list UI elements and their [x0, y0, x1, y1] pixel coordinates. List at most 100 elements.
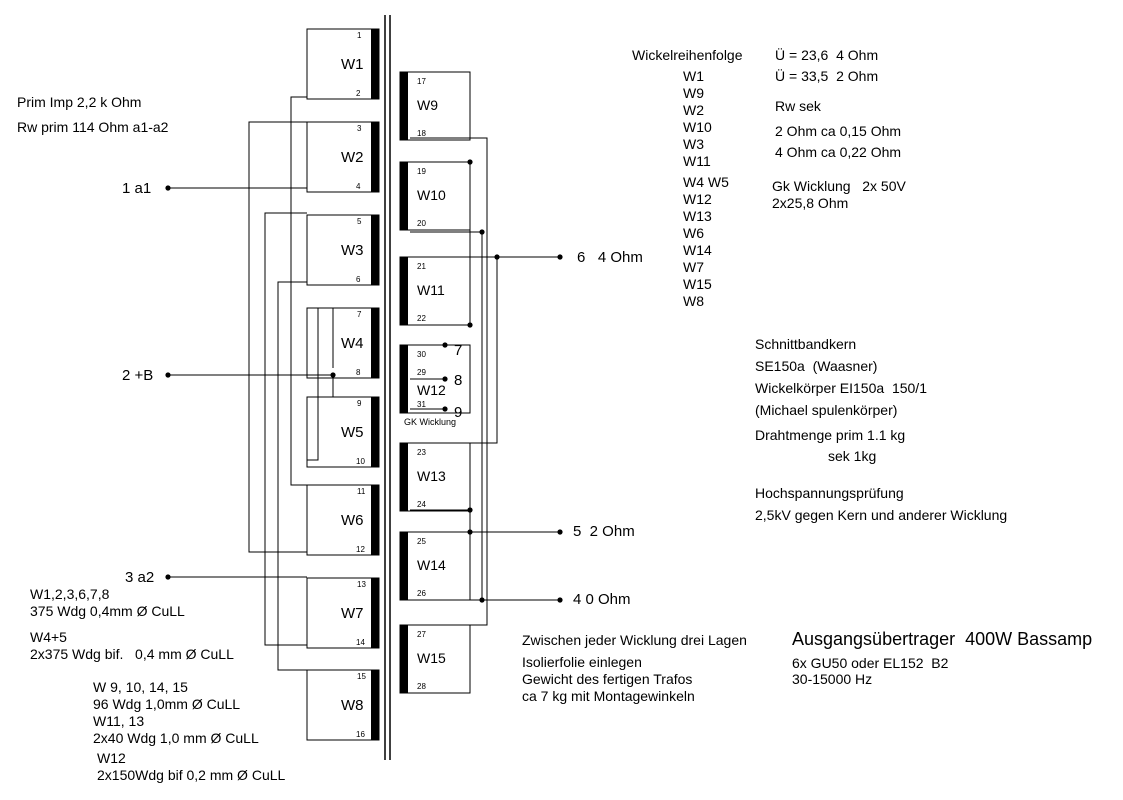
spec-title: W1,2,3,6,7,8	[30, 586, 110, 602]
primary-winding-w3: 5 6 W3	[306, 214, 380, 286]
wire-note: sek 1kg	[828, 448, 877, 464]
freq-note: 30-15000 Hz	[792, 671, 873, 687]
gk-tap-label: 9	[454, 404, 462, 421]
rw-note: 4 Ohm ca 0,22 Ohm	[775, 144, 902, 160]
pin-number: 17	[417, 77, 426, 86]
pin-number: 23	[417, 448, 426, 457]
winding-label: W4	[341, 335, 364, 352]
terminal-out4: 4 0 Ohm	[573, 591, 631, 608]
spec-value: 375 Wdg 0,4mm Ø CuLL	[30, 603, 185, 619]
winding-label: W15	[417, 650, 446, 666]
junction-dots	[165, 159, 563, 603]
spec-value: 2x375 Wdg bif. 0,4 mm Ø CuLL	[30, 646, 234, 662]
pin-number: 1	[357, 31, 362, 40]
pin-number: 14	[356, 638, 365, 647]
gk-tap-label: 8	[454, 372, 462, 389]
winding-order-item: W7	[683, 258, 704, 275]
pin-number: 6	[356, 275, 361, 284]
core-note: Schnittbandkern	[755, 336, 857, 352]
diagram-title: Ausgangsübertrager 400W Bassamp	[792, 629, 1093, 649]
core-note: SE150a (Waasner)	[755, 358, 878, 374]
pin-number: 21	[417, 262, 426, 271]
pin-number: 22	[417, 314, 426, 323]
pin-number: 16	[356, 730, 365, 739]
spec-title: W 9, 10, 14, 15	[93, 679, 188, 695]
pin-number: 9	[357, 399, 362, 408]
winding-order-item: W2	[683, 101, 704, 118]
winding-order-item: W4 W5	[683, 174, 729, 191]
wiring	[168, 96, 560, 671]
winding-order-item: W13	[683, 208, 712, 225]
terminal-a1: 1 a1	[122, 180, 152, 197]
pin-number: 7	[357, 310, 362, 319]
winding-label: W3	[341, 242, 364, 259]
pin-number: 19	[417, 167, 426, 176]
spec-value: 2x150Wdg bif 0,2 mm Ø CuLL	[97, 767, 286, 783]
rw-sek-heading: Rw sek	[775, 98, 821, 114]
spec-value: 2x40 Wdg 1,0 mm Ø CuLL	[93, 730, 259, 746]
pin-number: 13	[357, 580, 366, 589]
spec-title: W11, 13	[93, 713, 145, 729]
pin-number: 4	[356, 182, 361, 191]
winding-order-item: W6	[683, 225, 704, 242]
winding-label: W12	[417, 382, 446, 398]
winding-order-item: W15	[683, 275, 712, 292]
primary-winding-w4: 7 8 W4	[306, 307, 380, 379]
prim-imp-note: Prim Imp 2,2 k Ohm	[17, 94, 142, 110]
gk-tap-label: 7	[454, 342, 462, 359]
winding-order-item: W1	[683, 68, 704, 84]
primary-winding-w7: 13 14 W7	[306, 577, 380, 649]
pin-number: 11	[357, 487, 366, 496]
ratio-note: Ü = 33,5 2 Ohm	[775, 68, 879, 84]
winding-order-item: W11	[683, 152, 711, 169]
winding-label: W8	[341, 697, 364, 714]
pin-number: 29	[417, 368, 426, 377]
winding-order-item: W8	[683, 292, 704, 309]
winding-label: W11	[417, 282, 445, 298]
winding-label: W5	[341, 424, 364, 441]
insulation-note: Isolierfolie einlegen	[522, 654, 642, 670]
wire-note: Drahtmenge prim 1.1 kg	[755, 427, 906, 443]
secondary-winding-w11: 21 22 W11	[399, 256, 471, 326]
core-note: (Michael spulenkörper)	[755, 402, 898, 418]
secondary-winding-group: 1718W91920W102122W11302931W122324W132526…	[399, 71, 471, 694]
pin-number: 25	[417, 537, 426, 546]
winding-order-item: W10	[683, 118, 712, 135]
terminal-a2: 3 a2	[125, 569, 155, 586]
pin-number: 20	[417, 219, 426, 228]
pin-number: 27	[417, 630, 426, 639]
rw-note: 2 Ohm ca 0,15 Ohm	[775, 123, 902, 139]
tubes-note: 6x GU50 oder EL152 B2	[792, 655, 949, 671]
pin-number: 8	[356, 368, 361, 377]
pin-number: 12	[356, 545, 365, 554]
winding-label: W13	[417, 468, 446, 484]
insulation-note: Zwischen jeder Wicklung drei Lagen	[522, 632, 747, 648]
pin-number: 31	[417, 400, 426, 409]
winding-label: W1	[341, 56, 364, 73]
winding-label: W9	[417, 97, 438, 113]
terminal-out6: 6 4 Ohm	[577, 249, 643, 266]
winding-label: W7	[341, 605, 364, 622]
pin-number: 10	[356, 457, 365, 466]
pin-number: 5	[357, 217, 362, 226]
winding-order-item: W14	[683, 242, 712, 258]
spec-title: W12	[97, 750, 126, 766]
rw-prim-note: Rw prim 114 Ohm a1-a2	[17, 119, 169, 135]
core-note: Wickelkörper EI150a 150/1	[755, 380, 927, 396]
pin-number: 15	[357, 672, 366, 681]
winding-order-item: W12	[683, 191, 712, 208]
terminal-out5: 5 2 Ohm	[573, 523, 635, 540]
pin-number: 26	[417, 589, 426, 598]
weight-note: Gewicht des fertigen Trafos	[522, 671, 693, 687]
hv-note: 2,5kV gegen Kern und anderer Wicklung	[755, 507, 1008, 523]
gk-caption: GK Wicklung	[404, 417, 456, 427]
hv-note: Hochspannungsprüfung	[755, 485, 904, 501]
spec-title: W4+5	[30, 629, 67, 645]
